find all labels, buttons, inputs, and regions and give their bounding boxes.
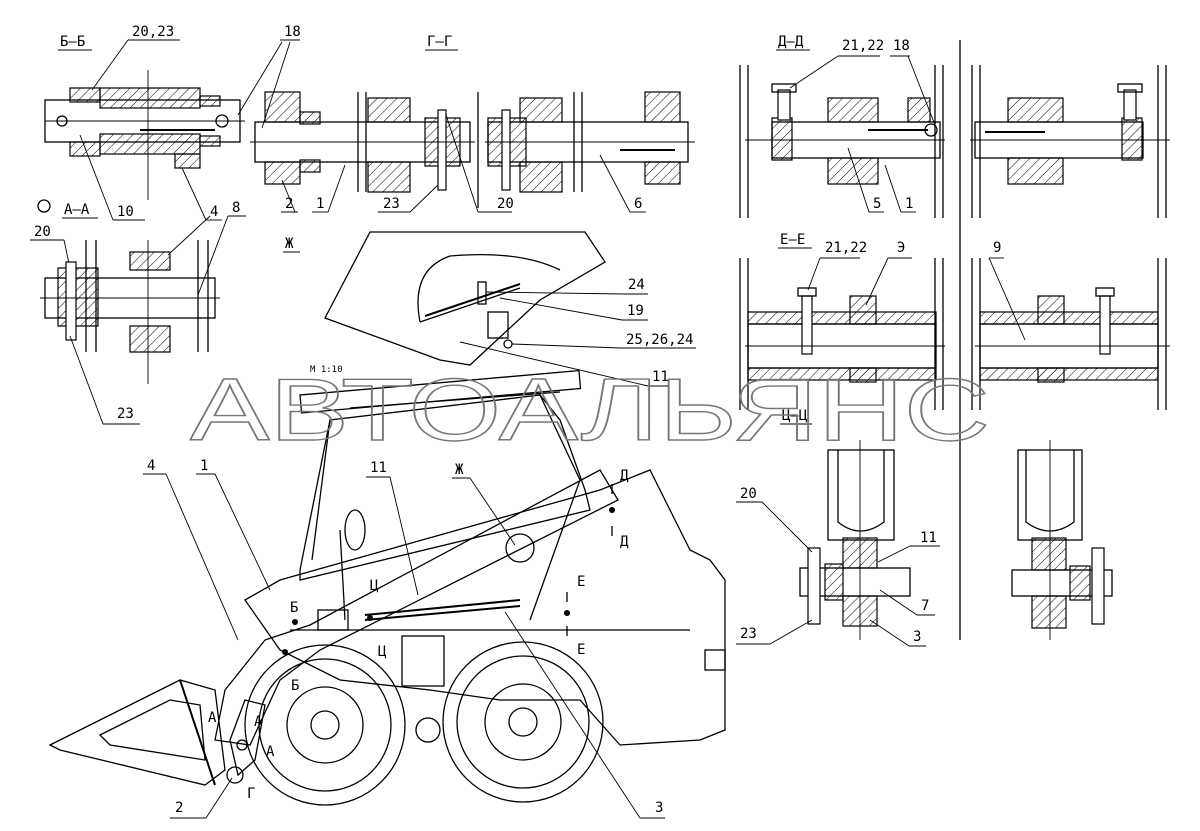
view-rotation-icon — [37, 199, 51, 213]
section-ee-title: Е–Е — [780, 232, 805, 248]
section-bb-title: Б–Б — [60, 34, 85, 50]
callout-main-a2: А — [254, 714, 263, 730]
section-gg: Г–Г 18 2 1 23 — [237, 24, 695, 213]
callout-main-g: Г — [247, 786, 255, 802]
callout-dd-18: 18 — [893, 38, 910, 54]
bucket — [48, 679, 226, 786]
rear-wheel — [442, 641, 604, 803]
callout-main-d-bot: Д — [620, 534, 629, 550]
lift-arm — [214, 469, 619, 746]
callout-zh-11: 11 — [652, 369, 669, 385]
callout-dd-21-22: 21,22 — [842, 38, 884, 54]
view-zh-title: Ж — [285, 236, 294, 252]
callout-gg-2: 2 — [285, 196, 293, 212]
callout-gg-23: 23 — [383, 196, 400, 212]
callout-main-b-bot: Б — [291, 678, 299, 694]
section-ts-title: Ц–Ц — [782, 408, 808, 424]
callout-bb-4: 4 — [210, 204, 218, 220]
front-wheel — [244, 644, 406, 806]
section-ee: Е–Е 21,22 Э 9 — [739, 232, 1170, 410]
callout-main-e-top: Е — [577, 574, 585, 590]
callout-main-a1: А — [208, 710, 217, 726]
callout-aa-20: 20 — [34, 224, 51, 240]
callout-main-zh: Ж — [455, 462, 464, 478]
callout-zh-25-26-24: 25,26,24 — [626, 332, 693, 348]
section-dd: Д–Д 21,22 18 5 1 — [739, 34, 1170, 640]
operator-cab — [299, 394, 591, 581]
view-zh: Ж 24 19 25,26,24 11 M 1:10 — [283, 231, 696, 387]
callout-gg-20: 20 — [497, 196, 514, 212]
callout-main-e-bot: Е — [577, 642, 585, 658]
callout-ts-11: 11 — [920, 530, 937, 546]
callout-ee-9: 9 — [993, 240, 1001, 256]
section-aa: А–А 20 8 23 — [30, 199, 246, 425]
callout-main-1: 1 — [200, 458, 208, 474]
callout-dd-5: 5 — [873, 196, 881, 212]
callout-ts-23: 23 — [740, 626, 757, 642]
callout-bb-8: 8 — [232, 200, 240, 216]
section-aa-title: А–А — [64, 202, 90, 218]
callout-main-b-top: Б — [290, 600, 298, 616]
callout-main-a3: А — [266, 744, 275, 760]
callout-gg-1: 1 — [316, 196, 324, 212]
section-dd-title: Д–Д — [778, 34, 804, 50]
callout-main-2: 2 — [175, 800, 183, 816]
callout-aa-23: 23 — [117, 406, 134, 422]
callout-ts-7: 7 — [921, 598, 929, 614]
section-ts: Ц–Ц 20 11 7 23 3 — [736, 408, 1113, 647]
callout-ts-3: 3 — [913, 629, 921, 645]
callout-zh-24: 24 — [628, 277, 645, 293]
section-gg-title: Г–Г — [427, 34, 452, 50]
callout-dd-1: 1 — [905, 196, 913, 212]
watermark: АВТОАЛЬЯНС — [190, 360, 990, 459]
callout-zh-19: 19 — [627, 303, 644, 319]
skid-steer-loader-view: 4 1 11 Ж Д Д Е Е Ц Ц Б Б А А А Г 2 3 — [48, 369, 726, 819]
callout-main-3: 3 — [655, 800, 663, 816]
callout-gg-6: 6 — [634, 196, 642, 212]
callout-main-11: 11 — [370, 460, 387, 476]
section-bb: Б–Б 20,23 10 4 — [44, 24, 245, 221]
callout-main-ts-bot: Ц — [378, 644, 387, 660]
callout-ee-21-22: 21,22 — [825, 240, 867, 256]
callout-bb-20-23: 20,23 — [132, 24, 174, 40]
callout-ee-E: Э — [897, 240, 905, 256]
machine-body — [244, 469, 726, 746]
callout-bb-10: 10 — [117, 204, 134, 220]
callout-main-d-top: Д — [620, 468, 629, 484]
callout-main-4: 4 — [147, 458, 155, 474]
scale-label: M 1:10 — [310, 365, 343, 375]
callout-main-ts-top: Ц — [370, 578, 379, 594]
callout-ts-20: 20 — [740, 486, 757, 502]
callout-bb-18: 18 — [284, 24, 301, 40]
